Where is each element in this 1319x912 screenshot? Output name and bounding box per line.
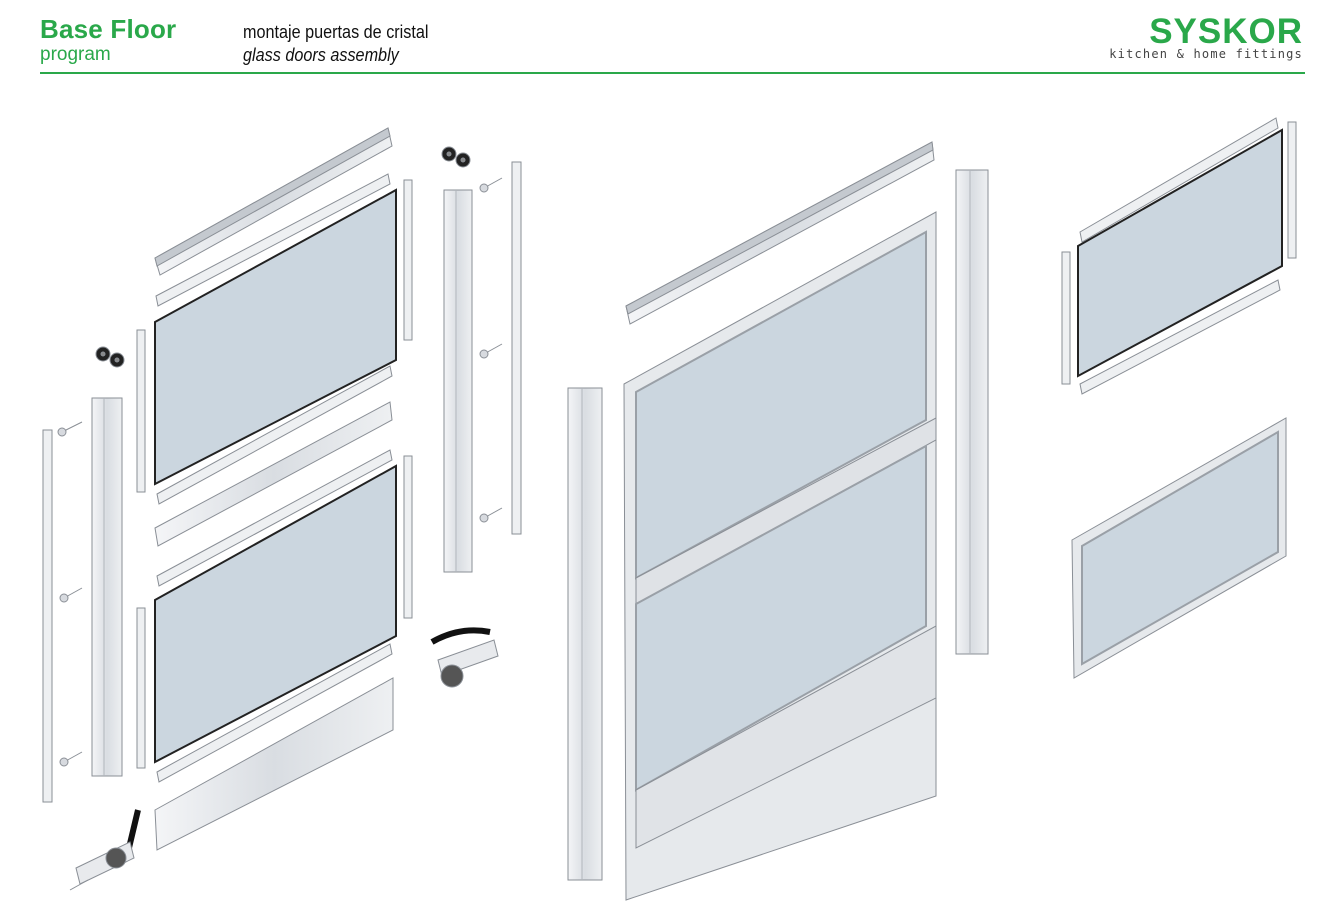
- side-strip: [136, 607, 146, 769]
- glass-channel: [155, 173, 391, 307]
- side-strip: [136, 329, 146, 493]
- bottom-plate: [154, 677, 394, 851]
- screw-icon: [479, 177, 503, 523]
- brand-name: SYSKOR: [1149, 12, 1303, 51]
- glass-panel-lower: [154, 464, 397, 764]
- glass-panel-lower: [635, 444, 927, 792]
- vertical-profile: [91, 397, 123, 777]
- description-spanish: montaje puertas de cristal: [243, 22, 429, 42]
- side-strip: [1287, 121, 1297, 259]
- thin-rod: [42, 429, 53, 803]
- program-subtitle: program: [40, 44, 111, 65]
- assembled-door: [567, 141, 989, 901]
- bottom-wheel-icon: [69, 809, 141, 891]
- program-title: Base Floor: [40, 14, 177, 44]
- exploded-glass-panel-right: [1061, 117, 1297, 395]
- screw-icon: [57, 421, 83, 767]
- glass-channel: [156, 449, 393, 587]
- side-strip: [403, 179, 413, 341]
- page-header: Base Floor program montaje puertas de cr…: [0, 0, 1319, 76]
- glass-panel: [1081, 430, 1279, 666]
- description-english: glass doors assembly: [243, 45, 399, 65]
- brand-logo: SYSKOR kitchen & home fittings: [1109, 12, 1303, 64]
- roller-wheels-icon: [95, 346, 125, 368]
- glass-channel: [1079, 279, 1281, 395]
- vertical-profile: [567, 387, 603, 881]
- header-divider: [40, 72, 1305, 74]
- middle-rail: [154, 401, 393, 547]
- glass-channel: [156, 643, 393, 783]
- exploded-door-left: [42, 127, 413, 891]
- vertical-profile: [443, 189, 473, 573]
- side-strip: [403, 455, 413, 619]
- exploded-side-profile: [430, 146, 522, 688]
- glass-panel-upper: [635, 230, 927, 580]
- bottom-wheel-icon: [430, 627, 499, 688]
- vertical-profile: [955, 169, 989, 655]
- glass-panel-upper: [154, 188, 397, 486]
- middle-rail: [635, 417, 937, 605]
- thin-rod: [511, 161, 522, 535]
- glass-channel: [156, 365, 393, 505]
- glass-panel: [1077, 128, 1283, 378]
- glass-channel: [1079, 117, 1279, 243]
- framed-glass-panel-right: [1071, 417, 1287, 679]
- side-strip: [1061, 251, 1071, 385]
- roller-wheels-icon: [441, 146, 471, 168]
- brand-tagline: kitchen & home fittings: [1109, 47, 1303, 61]
- assembly-illustration: [42, 117, 1297, 901]
- bottom-plate: [635, 625, 937, 849]
